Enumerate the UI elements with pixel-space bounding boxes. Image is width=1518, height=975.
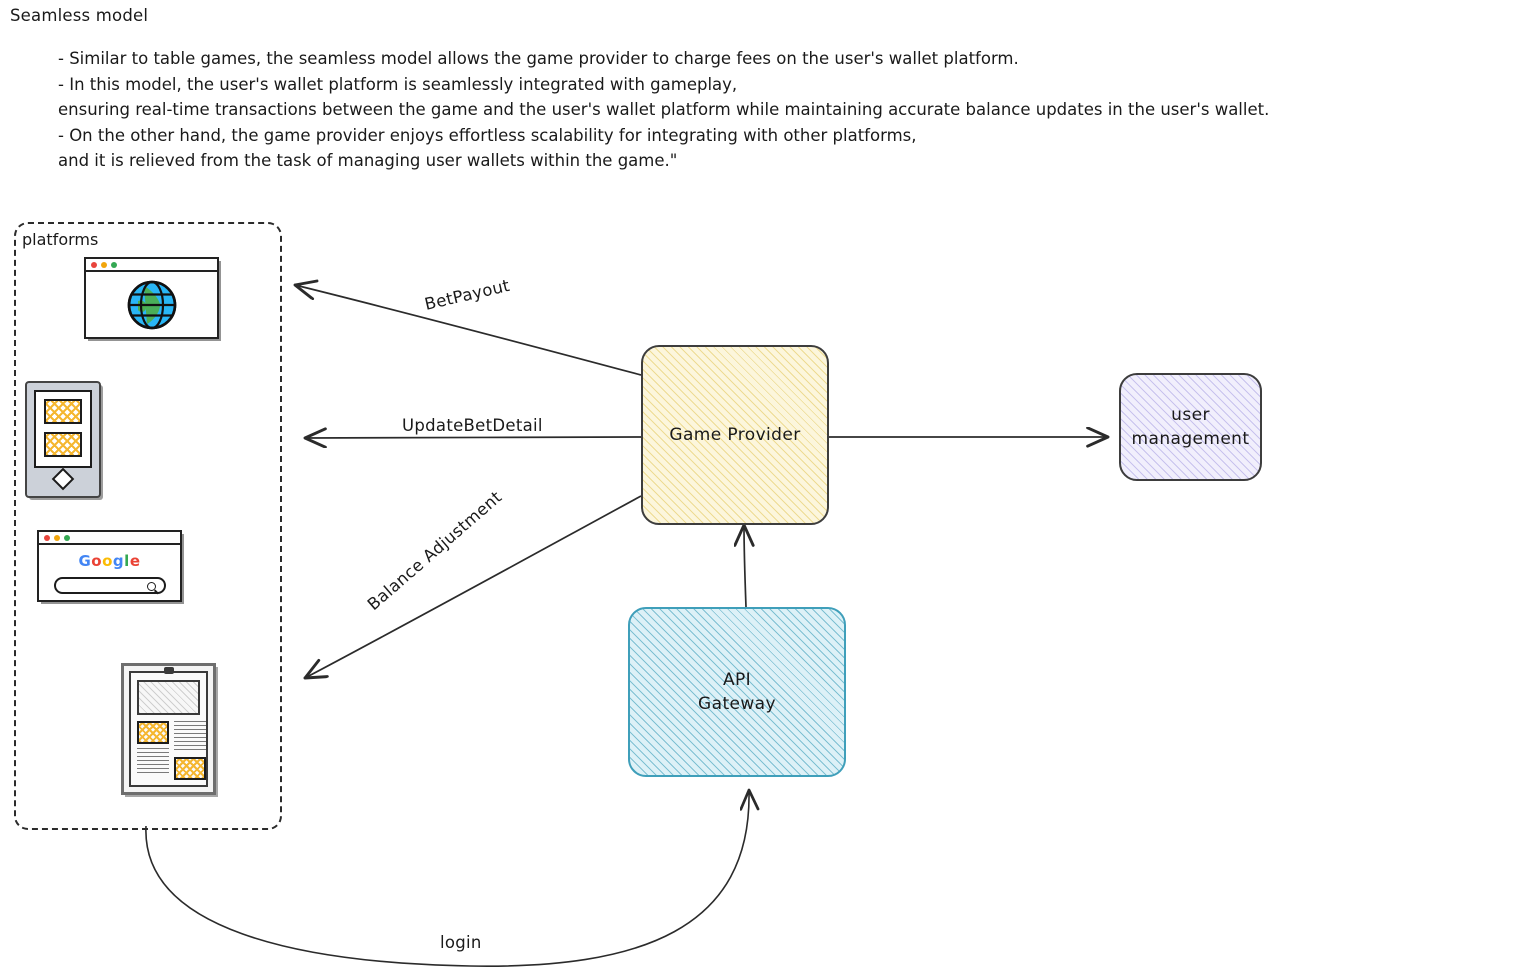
edge-label-login: login xyxy=(436,933,486,952)
search-icon xyxy=(146,581,156,591)
document-column-left xyxy=(137,721,169,780)
phone-tile xyxy=(44,432,82,457)
platform-google-browser[interactable]: Google xyxy=(37,530,182,602)
edge-balance-adjustment-line xyxy=(305,495,642,678)
platform-mobile-phone[interactable] xyxy=(25,381,101,498)
document-column-right xyxy=(174,721,206,780)
notes-title: Seamless model xyxy=(10,6,149,25)
node-user-management-label-line2: management xyxy=(1131,429,1250,449)
document-text-lines xyxy=(174,721,206,753)
browser-content: Google xyxy=(39,545,180,600)
notes-body: - Similar to table games, the seamless m… xyxy=(58,46,1269,174)
document-text-lines xyxy=(137,748,169,774)
camera-icon xyxy=(163,667,174,674)
browser-titlebar xyxy=(86,259,217,272)
browser-titlebar xyxy=(39,532,180,545)
browser-content xyxy=(86,272,217,337)
edge-bet-payout-line xyxy=(295,285,642,376)
document-columns xyxy=(137,721,206,780)
google-wordmark: Google xyxy=(78,551,141,570)
globe-icon xyxy=(127,280,176,329)
document-thumb xyxy=(137,721,169,744)
document-page xyxy=(129,667,208,787)
platform-browser-globe[interactable] xyxy=(84,257,219,339)
google-search-input[interactable] xyxy=(53,576,166,594)
node-game-provider[interactable]: Game Provider xyxy=(641,345,829,525)
note-line: - Similar to table games, the seamless m… xyxy=(58,49,1019,68)
window-close-dot xyxy=(44,534,50,541)
window-minimize-dot xyxy=(101,261,107,268)
note-line: and it is relieved from the task of mana… xyxy=(58,151,678,170)
node-user-management-label-line1: user xyxy=(1171,405,1210,425)
edge-login-line xyxy=(145,790,749,967)
document-thumb xyxy=(174,757,206,780)
window-close-dot xyxy=(91,261,97,268)
platforms-group xyxy=(14,222,282,830)
edge-label-update-bet-detail: UpdateBetDetail xyxy=(398,416,547,435)
platform-document-tablet[interactable] xyxy=(121,663,216,795)
phone-home-area xyxy=(34,467,92,491)
node-api-gateway-label-line1: API xyxy=(722,670,752,690)
window-maximize-dot xyxy=(64,534,70,541)
phone-screen xyxy=(34,390,92,468)
note-line: ensuring real-time transactions between … xyxy=(58,100,1270,119)
note-line: - In this model, the user's wallet platf… xyxy=(58,74,738,94)
home-button-icon[interactable] xyxy=(51,467,75,491)
node-api-gateway-label-line2: Gateway xyxy=(698,694,776,714)
edge-gateway-to-provider-line xyxy=(744,525,746,608)
node-api-gateway[interactable]: API Gateway xyxy=(628,607,846,777)
window-maximize-dot xyxy=(111,261,117,268)
phone-tile xyxy=(44,399,82,424)
node-game-provider-label: Game Provider xyxy=(669,425,801,445)
note-line: - On the other hand, the game provider e… xyxy=(58,125,917,145)
edge-update-bet-detail-line xyxy=(305,437,642,438)
platforms-group-label: platforms xyxy=(22,230,99,249)
node-user-management[interactable]: user management xyxy=(1119,373,1262,481)
window-minimize-dot xyxy=(54,534,60,541)
document-image-placeholder xyxy=(137,680,200,715)
